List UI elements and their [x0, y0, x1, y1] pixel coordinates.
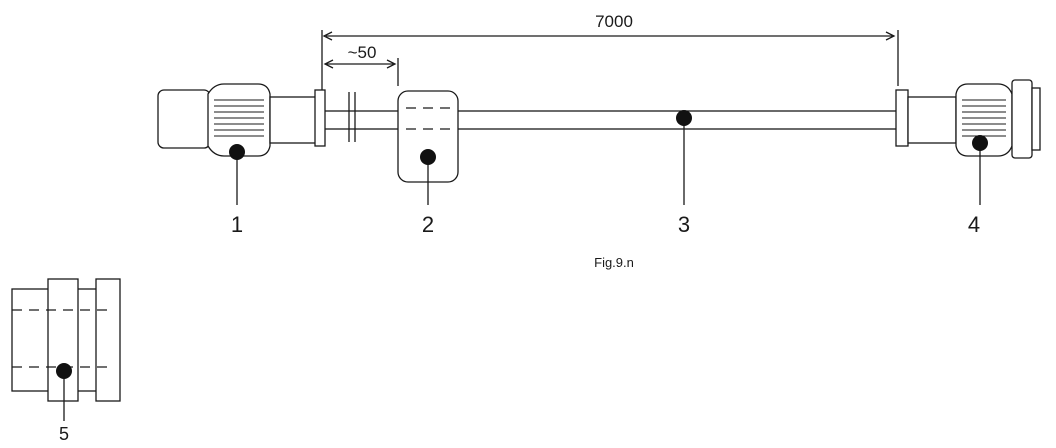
connector-right-body: [907, 96, 957, 144]
figure-caption: Fig.9.n: [594, 255, 634, 270]
dim-arrow-offset-right: [386, 59, 397, 69]
connector-right-cap: [1011, 79, 1033, 159]
connector-right-cap-end: [1031, 87, 1041, 151]
connector-right-flange: [895, 89, 909, 147]
callout-dots: [56, 110, 988, 379]
connector-left-body: [269, 96, 317, 144]
cable-body: [446, 110, 898, 130]
dimension-total-label: 7000: [595, 12, 633, 31]
dimension-offset: [323, 58, 399, 86]
connector-right: [895, 79, 1041, 159]
dimension-total: [321, 30, 899, 96]
callout-leaders: [63, 118, 981, 421]
dot-5: [56, 363, 72, 379]
dim-arrow-offset-left: [323, 59, 334, 69]
part-5-ring: [47, 278, 79, 402]
callout-1: 1: [231, 212, 243, 237]
cable-stub: [323, 110, 400, 130]
connector-right-knurl-lines: [962, 99, 1006, 137]
callout-3: 3: [678, 212, 690, 237]
callout-2: 2: [422, 212, 434, 237]
dot-4: [972, 135, 988, 151]
dim-arrow-right: [885, 31, 896, 41]
connector-left-knurl-lines: [214, 99, 264, 137]
connector-left: [157, 83, 326, 157]
dot-1: [229, 144, 245, 160]
part-5-side-view: [11, 278, 121, 402]
dim-arrow-left: [322, 31, 333, 41]
dimension-offset-label: ~50: [348, 43, 377, 62]
part-5-end-plate: [95, 278, 121, 402]
connector-left-knurled-nut: [207, 83, 271, 157]
callout-4: 4: [968, 212, 980, 237]
callout-5: 5: [59, 424, 69, 443]
dot-2: [420, 149, 436, 165]
dot-3: [676, 110, 692, 126]
connector-left-cable-gland: [157, 89, 211, 149]
connector-left-flange: [314, 89, 326, 147]
